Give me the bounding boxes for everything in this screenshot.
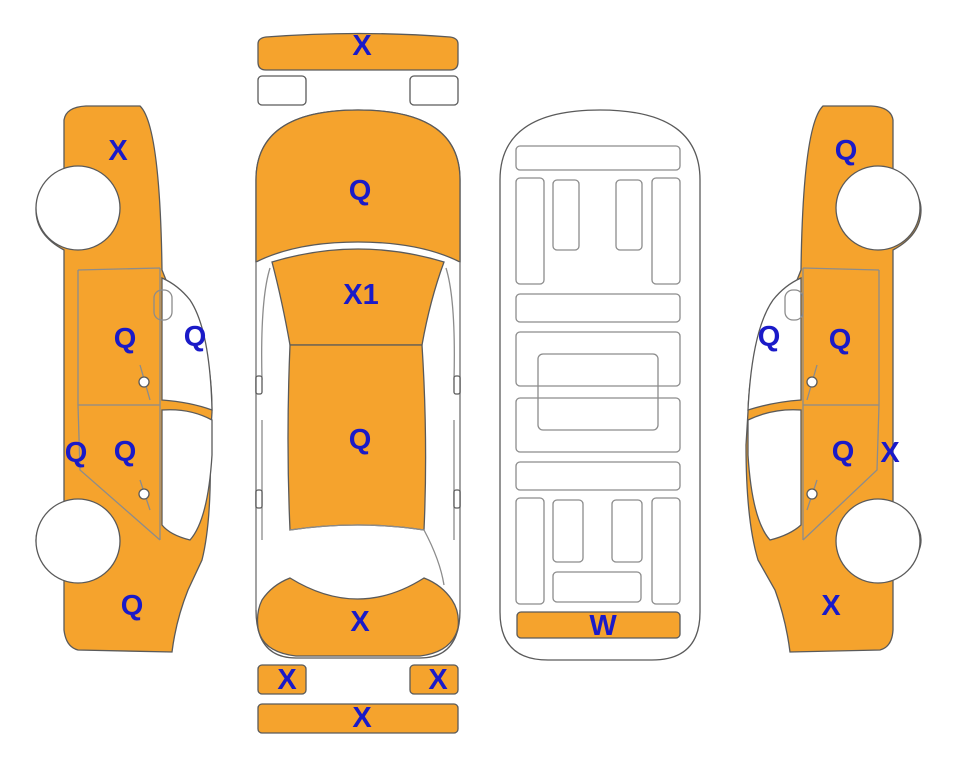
left-side-rear-glass — [161, 409, 213, 541]
label-roof-main: Q — [349, 424, 372, 456]
left-taillight — [257, 664, 307, 695]
right-side-rear-glass — [747, 409, 802, 541]
label-right-front-fender: Q — [835, 135, 858, 167]
label-right-rear-quarter: X — [821, 590, 841, 622]
right-headlight — [409, 75, 459, 106]
label-left-rear-door: Q — [114, 436, 137, 468]
label-left-rocker: Q — [65, 437, 88, 469]
label-right-a-pillar-glass: Q — [758, 321, 781, 353]
label-right-front-door: Q — [829, 324, 852, 356]
left-side-glass — [161, 277, 213, 411]
label-left-taillight: X — [277, 664, 297, 696]
label-right-rocker: X — [880, 437, 900, 469]
label-left-a-pillar-glass: Q — [184, 321, 207, 353]
left-front-wheel — [35, 165, 121, 251]
left-rear-wheel — [35, 498, 121, 584]
right-front-wheel — [835, 165, 921, 251]
roof-front — [271, 248, 445, 346]
label-floor-rear-panel: W — [589, 610, 617, 642]
label-hood: Q — [349, 175, 372, 207]
right-rear-wheel — [835, 498, 921, 584]
label-right-rear-door: Q — [832, 436, 855, 468]
front-bumper — [257, 32, 459, 71]
label-left-rear-quarter: Q — [121, 590, 144, 622]
damage-labels: X X Q Q Q Q Q Q X1 Q X X X X W Q Q Q Q X… — [65, 30, 901, 734]
right-taillight — [409, 664, 459, 695]
left-headlight — [257, 75, 307, 106]
label-left-front-door: Q — [114, 323, 137, 355]
right-side-glass — [747, 277, 802, 411]
label-roof-front: X1 — [343, 279, 378, 311]
floor-rear-panel — [516, 611, 681, 639]
label-trunk-lid: X — [350, 606, 370, 638]
underbody-outline — [499, 109, 701, 661]
hood — [255, 109, 461, 264]
rear-bumper — [257, 703, 459, 734]
label-right-taillight: X — [428, 664, 448, 696]
label-rear-bumper: X — [352, 702, 372, 734]
left-side-view — [35, 105, 213, 653]
top-view — [255, 32, 461, 734]
underbody-view — [499, 109, 701, 661]
label-left-front-fender: X — [108, 135, 128, 167]
trunk-lid — [256, 577, 460, 657]
label-front-bumper: X — [352, 30, 372, 62]
right-side-view — [745, 105, 922, 653]
